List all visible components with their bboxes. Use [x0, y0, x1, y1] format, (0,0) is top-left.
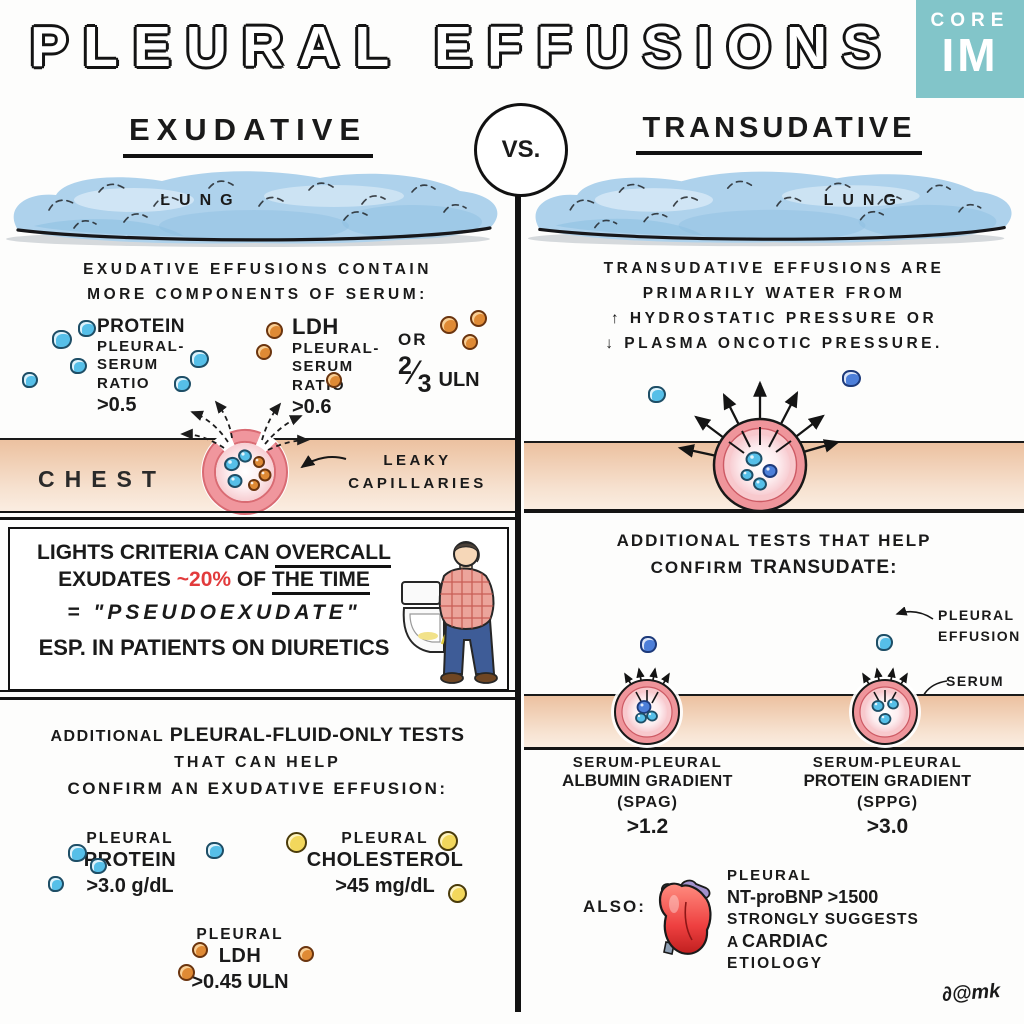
- pleural-cholesterol-test: PLEURAL CHOLESTEROL >45 mg/dL: [306, 830, 464, 897]
- spag-gradient-label: SERUM-PLEURAL ALBUMIN GRADIENT (SPAG) >1…: [562, 754, 733, 838]
- lights-criteria-callout: LIGHTS CRITERIA CAN OVERCALL EXUDATES ~2…: [8, 527, 509, 691]
- ldh-particle: [326, 372, 342, 388]
- ldh-particle: [470, 310, 487, 327]
- transudative-additional-tests-header: ADDITIONAL TESTS THAT HELP CONFIRM TRANS…: [616, 531, 932, 578]
- protein-particle: [206, 842, 224, 859]
- serum-band: [524, 694, 1024, 749]
- cholesterol-particle: [286, 832, 307, 853]
- core-im-logo: CORE IM: [916, 0, 1024, 98]
- transudative-intro: TRANSUDATIVE EFFUSIONS ARE PRIMARILY WAT…: [603, 260, 945, 353]
- artist-signature: ∂@mk: [941, 979, 1001, 1007]
- protein-particle: [48, 876, 64, 892]
- ldh-particle: [462, 334, 478, 350]
- ldh-particle: [178, 964, 195, 981]
- protein-particle: [90, 858, 107, 874]
- protein-particle: [68, 844, 87, 862]
- effusion-particle: [876, 634, 893, 651]
- effusion-particle: [648, 386, 666, 403]
- header-transudative: TRANSUDATIVE: [540, 112, 1018, 162]
- vs-badge: VS.: [474, 103, 568, 197]
- protein-particle: [190, 350, 209, 368]
- protein-particle: [174, 376, 191, 392]
- ldh-ratio-group: LDH PLEURAL- SERUM RATIO >0.6: [292, 314, 380, 418]
- ldh-particle: [298, 946, 314, 962]
- column-divider: [515, 192, 521, 1012]
- protein-particle: [70, 358, 87, 374]
- or-label: OR: [398, 330, 428, 349]
- spag-capillary-illustration: [597, 650, 697, 758]
- lights-line-1: LIGHTS CRITERIA CAN OVERCALL: [20, 541, 408, 568]
- ldh-particle: [256, 344, 272, 360]
- lung-label-right: LUNG: [823, 192, 905, 209]
- sppg-gradient-label: SERUM-PLEURAL PROTEIN GRADIENT (SPPG) >3…: [803, 754, 972, 838]
- lights-line-4: ESP. IN PATIENTS ON DIURETICS: [38, 635, 390, 660]
- also-label: ALSO:: [583, 897, 646, 916]
- protein-particle: [78, 320, 96, 337]
- separator-line: [0, 511, 515, 513]
- logo-line-im: IM: [941, 29, 999, 81]
- chest-label: CHEST: [38, 466, 166, 492]
- ldh-particle: [440, 316, 458, 334]
- heart-illustration: [652, 872, 716, 960]
- leaky-capillaries-label: LEAKY CAPILLARIES: [348, 452, 487, 492]
- leaky-capillaries-arrow: [296, 453, 348, 475]
- effusion-particle: [842, 370, 861, 387]
- lights-line-3: = "PSEUDOEXUDATE": [67, 601, 361, 624]
- protein-particle: [52, 330, 72, 349]
- exudative-intro: EXUDATIVE EFFUSIONS CONTAIN MORE COMPONE…: [83, 261, 432, 304]
- exudative-additional-tests-header: ADDITIONAL PLEURAL-FLUID-ONLY TESTS THAT…: [50, 724, 465, 798]
- lights-line-2: EXUDATES ~20% OF THE TIME: [20, 568, 408, 595]
- header-exudative: EXUDATIVE: [28, 112, 468, 162]
- serum-label: SERUM: [946, 673, 1005, 689]
- cholesterol-particle: [438, 831, 458, 851]
- nt-probnp-note: PLEURAL NT-proBNP >1500 STRONGLY SUGGEST…: [727, 867, 919, 972]
- sppg-capillary-illustration: [835, 650, 935, 758]
- pleural-ldh-test: PLEURAL LDH >0.45 ULN: [191, 926, 289, 993]
- leaky-capillary-illustration: [150, 386, 340, 518]
- separator-line: [0, 517, 515, 520]
- protein-particle: [22, 372, 38, 388]
- separator-line: [0, 697, 515, 700]
- separator-line: [524, 747, 1024, 750]
- lung-illustration-right: LUNG: [526, 148, 1022, 248]
- lung-illustration-left: LUNG: [4, 148, 508, 248]
- separator-line: [0, 690, 515, 692]
- lung-label-left: LUNG: [160, 192, 242, 209]
- protein-ratio-group: PROTEIN PLEURAL- SERUM RATIO >0.5: [97, 316, 185, 416]
- ldh-particle: [266, 322, 283, 339]
- transudative-capillary-illustration: [650, 357, 870, 521]
- pleural-effusion-label: PLEURAL EFFUSION: [938, 607, 1021, 644]
- separator-line: [524, 509, 1024, 513]
- ldh-particle: [192, 942, 208, 958]
- pleural-effusion-arrow: [893, 606, 935, 623]
- pleural-protein-test: PLEURAL PROTEIN >3.0 g/dL: [83, 830, 177, 897]
- logo-line-core: CORE: [930, 10, 1010, 31]
- man-at-toilet-illustration: [400, 532, 500, 684]
- page-title: PLEURAL EFFUSIONS: [30, 15, 896, 79]
- effusion-particle: [640, 636, 657, 653]
- cholesterol-particle: [448, 884, 467, 903]
